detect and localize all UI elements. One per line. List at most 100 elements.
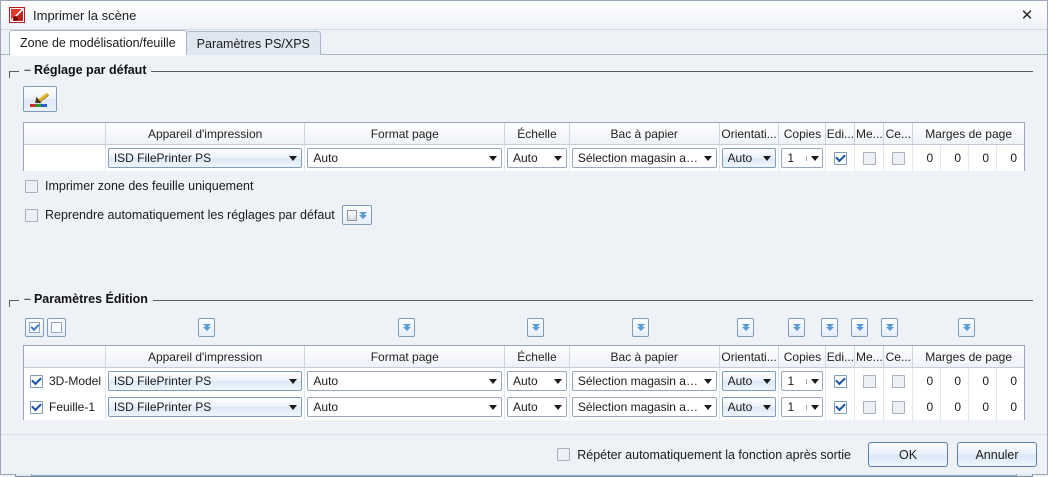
- copies-spinner[interactable]: 1: [781, 371, 824, 391]
- paper-tray-combo-value: Sélection magasin auto: [577, 151, 700, 165]
- cancel-button[interactable]: Annuler: [957, 442, 1037, 467]
- cell-margin-left[interactable]: 0: [913, 145, 942, 171]
- cell-margin-bottom[interactable]: 0: [1010, 400, 1018, 414]
- scale-combo[interactable]: Auto: [506, 148, 567, 168]
- ce-dropdown-all-button[interactable]: [881, 318, 898, 337]
- orientation-combo[interactable]: Auto: [721, 397, 777, 417]
- close-icon[interactable]: ✕: [1020, 7, 1034, 24]
- double-chevron-down-icon: [825, 324, 834, 331]
- ok-button[interactable]: OK: [868, 442, 948, 467]
- scale-dropdown-all-button[interactable]: [527, 318, 544, 337]
- copies-spinner[interactable]: 1: [781, 148, 824, 168]
- resume-default-label: Reprendre automatiquement les réglages p…: [45, 208, 335, 222]
- document-chevron-icon[interactable]: [341, 205, 372, 225]
- edit-default-button[interactable]: [23, 86, 57, 112]
- paper-tray-combo[interactable]: Sélection magasin auto: [571, 148, 717, 168]
- check-all-button[interactable]: [25, 318, 44, 337]
- device-dropdown-all-button[interactable]: [198, 318, 215, 337]
- edi-checkbox[interactable]: [833, 151, 847, 165]
- me-checkbox[interactable]: [862, 400, 876, 414]
- ce-checkbox[interactable]: [891, 400, 905, 414]
- tab-parametres-ps-xps[interactable]: Paramètres PS/XPS: [185, 31, 321, 55]
- edi-dropdown-all-button[interactable]: [821, 318, 838, 337]
- ce-checkbox[interactable]: [891, 374, 905, 388]
- print-sheet-zone-label: Imprimer zone des feuille uniquement: [45, 179, 254, 193]
- page-format-combo[interactable]: Auto: [307, 148, 502, 168]
- cell-scale: Auto: [505, 394, 570, 420]
- copies-value: 1: [787, 151, 795, 165]
- device-combo[interactable]: ISD FilePrinter PS: [107, 397, 303, 417]
- orientation-combo-value: Auto: [727, 374, 753, 388]
- edi-checkbox[interactable]: [833, 400, 847, 414]
- orientation-combo[interactable]: Auto: [721, 148, 777, 168]
- paper-tray-combo[interactable]: Sélection magasin auto: [571, 397, 717, 417]
- col-header-page-format: Format page: [305, 346, 506, 367]
- cell-row-label[interactable]: 3D-Model: [24, 368, 106, 394]
- device-combo-value: ISD FilePrinter PS: [113, 400, 212, 414]
- uncheck-all-button[interactable]: [47, 318, 66, 337]
- cell-margin-top[interactable]: 0: [941, 394, 970, 420]
- me-checkbox[interactable]: [862, 151, 876, 165]
- col-header-orientation: Orientati...: [720, 346, 780, 367]
- orientation-dropdown-all-button[interactable]: [737, 318, 754, 337]
- cell-margin-bottom[interactable]: 0: [1010, 151, 1017, 165]
- cell-row-label[interactable]: Feuille-1: [24, 394, 106, 420]
- margins-dropdown-all-button[interactable]: [958, 318, 975, 337]
- cell-row-label: [24, 145, 106, 171]
- ce-checkbox[interactable]: [891, 151, 905, 165]
- col-header-margins: Marges de page: [925, 126, 1012, 141]
- col-header-blank: [24, 123, 106, 144]
- chevron-down-icon: [806, 155, 822, 161]
- me-checkbox[interactable]: [862, 374, 876, 388]
- orientation-combo[interactable]: Auto: [721, 371, 777, 391]
- copies-spinner[interactable]: 1: [781, 397, 824, 417]
- cell-scale: Auto: [505, 145, 570, 171]
- title-bar: Imprimer la scène ✕: [1, 1, 1047, 30]
- cell-edi: [826, 145, 856, 171]
- double-chevron-down-icon: [885, 324, 894, 331]
- me-dropdown-all-button[interactable]: [851, 318, 868, 337]
- tab-zone-modelisation[interactable]: Zone de modélisation/feuille: [9, 30, 187, 56]
- option-repeat-function[interactable]: Répéter automatiquement la fonction aprè…: [557, 448, 851, 462]
- paper-tray-combo[interactable]: Sélection magasin auto: [571, 371, 717, 391]
- edi-checkbox[interactable]: [833, 374, 847, 388]
- page-format-combo[interactable]: Auto: [307, 397, 502, 417]
- row-checkbox[interactable]: [30, 374, 43, 388]
- chevron-down-icon: [285, 378, 301, 384]
- cell-margin-top[interactable]: 0: [941, 145, 970, 171]
- print-sheet-zone-checkbox[interactable]: [25, 179, 38, 193]
- scale-combo[interactable]: Auto: [507, 371, 567, 391]
- cell-margin-right[interactable]: 0: [969, 394, 998, 420]
- col-header-orientation: Orientati...: [720, 123, 780, 144]
- device-combo[interactable]: ISD FilePrinter PS: [107, 148, 303, 168]
- scale-combo[interactable]: Auto: [507, 397, 567, 417]
- group-title-reglage: –Réglage par défaut: [19, 63, 152, 77]
- cell-margin-bottom[interactable]: 0: [1010, 374, 1018, 388]
- resume-default-checkbox[interactable]: [25, 208, 38, 222]
- cell-margin-left[interactable]: 0: [913, 368, 942, 394]
- cell-margin-right[interactable]: 0: [969, 145, 998, 171]
- device-combo-value: ISD FilePrinter PS: [113, 151, 212, 165]
- cell-margin-right[interactable]: 0: [969, 368, 998, 394]
- group-collapse-icon[interactable]: –: [24, 63, 31, 77]
- col-header-paper-tray: Bac à papier: [570, 346, 720, 367]
- group-collapse-icon[interactable]: –: [24, 292, 31, 306]
- option-print-sheet-zone-only[interactable]: Imprimer zone des feuille uniquement: [25, 179, 253, 193]
- cell-margin-left[interactable]: 0: [913, 394, 942, 420]
- cell-me: [855, 394, 885, 420]
- paper-tray-dropdown-all-button[interactable]: [632, 318, 649, 337]
- chevron-down-icon: [700, 155, 716, 161]
- page-format-combo[interactable]: Auto: [307, 371, 502, 391]
- row-checkbox[interactable]: [30, 400, 43, 414]
- table-row: 3D-Model ISD FilePrinter PS Auto: [24, 368, 1024, 394]
- chevron-down-icon: [759, 155, 775, 161]
- cell-margin-top[interactable]: 0: [941, 368, 970, 394]
- copies-dropdown-all-button[interactable]: [788, 318, 805, 337]
- chevron-down-icon: [550, 404, 566, 410]
- option-resume-default-settings[interactable]: Reprendre automatiquement les réglages p…: [25, 205, 372, 225]
- page-format-dropdown-all-button[interactable]: [398, 318, 415, 337]
- cell-edi: [826, 394, 856, 420]
- device-combo[interactable]: ISD FilePrinter PS: [107, 371, 303, 391]
- repeat-function-label: Répéter automatiquement la fonction aprè…: [577, 447, 851, 462]
- repeat-function-checkbox[interactable]: [557, 448, 571, 461]
